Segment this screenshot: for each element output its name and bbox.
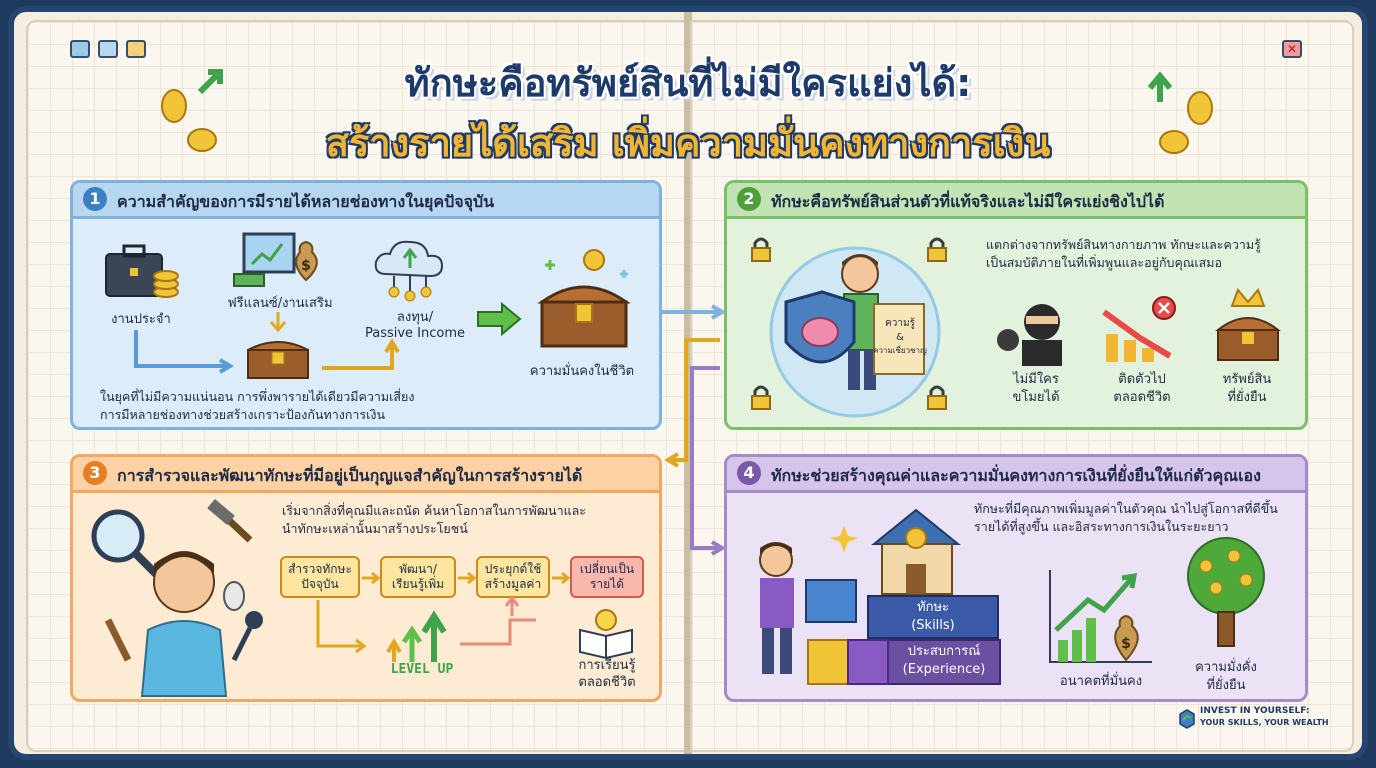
item1-line2: ขโมยได้ — [1012, 390, 1060, 405]
scroll-line1: ความรู้ — [885, 318, 915, 329]
maximize-icon[interactable] — [98, 40, 118, 58]
section3-title: การสำรวจและพัฒนาทักษะที่มีอยู่เป็นกุญแจส… — [117, 466, 583, 485]
section2-desc-line2: เป็นสมบัติภายในที่เพิ่มพูนและอยู่กับคุณเ… — [986, 255, 1223, 270]
section1-number: 1 — [83, 187, 107, 211]
item3-line1: ทรัพย์สิน — [1222, 372, 1272, 387]
section2-header: 2 ทักษะคือทรัพย์สินส่วนตัวที่แท้จริงและไ… — [727, 183, 1305, 219]
computer-moneybag-icon: $ — [233, 232, 318, 287]
lifelong-line2: ตลอดชีวิต — [578, 675, 636, 690]
section1-panel: 1 ความสำคัญของการมีรายได้หลายช่องทางในยุ… — [70, 180, 662, 430]
scroll-line3: ความเชี่ยวชาญ — [873, 346, 927, 355]
lock-icon — [927, 237, 947, 262]
logo-icon — [1179, 709, 1195, 729]
step-flow-arrows — [316, 571, 571, 654]
arrow-down-icon — [269, 312, 287, 333]
step4-line2: รายได้ — [589, 577, 625, 591]
step3-line2: สร้างมูลค่า — [484, 577, 542, 591]
invest-label-2: Passive Income — [364, 326, 466, 341]
step2-line1: พัฒนา/ — [399, 562, 437, 576]
wealth-line2: ที่ยั่งยืน — [1206, 678, 1246, 693]
svg-text:$: $ — [1121, 636, 1131, 652]
section2-title: ทักษะคือทรัพย์สินส่วนตัวที่แท้จริงและไม่… — [771, 192, 1165, 211]
flow-arrow-chest-to-invest — [322, 338, 400, 370]
restore-icon[interactable] — [126, 40, 146, 58]
item3-line2: ที่ยั่งยืน — [1227, 390, 1267, 405]
section2-panel: 2 ทักษะคือทรัพย์สินส่วนตัวที่แท้จริงและไ… — [724, 180, 1308, 430]
scroll-line2: & — [896, 332, 904, 343]
block2-line2: (Experience) — [902, 662, 986, 677]
section1-desc-line1: ในยุคที่ไม่มีความแน่นอน การพึ่งพารายได้เ… — [100, 389, 415, 404]
section1-title: ความสำคัญของการมีรายได้หลายช่องทางในยุคป… — [117, 192, 495, 211]
footer-line2: YOUR SKILLS, YOUR WEALTH — [1200, 718, 1329, 727]
falling-chart-icon — [1102, 296, 1176, 362]
section2-desc-line1: แตกต่างจากทรัพย์สินทางกายภาพ ทักษะและควา… — [986, 237, 1261, 252]
step3-line1: ประยุกต์ใช้ — [484, 562, 542, 576]
item1-line1: ไม่มีใคร — [1013, 372, 1059, 387]
growth-chart-icon: $ — [1049, 570, 1152, 663]
panel-connector-arrows — [662, 304, 726, 556]
minimize-icon[interactable] — [70, 40, 90, 58]
thief-icon — [997, 304, 1062, 366]
step2-line2: เรียนรู้เพิ่ม — [391, 577, 445, 591]
item2-line2: ตลอดชีวิต — [1113, 390, 1171, 405]
section4-desc-line1: ทักษะที่มีคุณภาพเพิ่มมูลค่าในตัวคุณ นำไป… — [974, 501, 1278, 516]
step4-box: เปลี่ยนเป็น รายได้ — [570, 556, 644, 598]
close-icon[interactable]: ✕ — [1282, 40, 1302, 58]
person-building-house-icon — [759, 508, 1001, 685]
section4-title: ทักษะช่วยสร้างคุณค่าและความมั่นคงทางการเ… — [771, 466, 1261, 485]
level-up-arrows-icon — [386, 610, 447, 662]
treasure-chest-small-icon — [247, 341, 309, 379]
lock-icon — [751, 385, 771, 410]
level-up-label: LEVEL UP — [390, 662, 454, 677]
section3-number: 3 — [83, 461, 107, 485]
person-with-tools-icon — [91, 499, 263, 697]
step4-line1: เปลี่ยนเป็น — [579, 562, 635, 576]
cloud-investment-icon — [374, 240, 444, 302]
main-title-line2: สร้างรายได้เสริม เพิ่มความมั่นคงทางการเง… — [325, 121, 1051, 165]
section2-number: 2 — [737, 187, 761, 211]
section3-desc-line1: เริ่มจากสิ่งที่คุณมีและถนัด ค้นหาโอกาสใน… — [282, 503, 587, 518]
block1-line1: ทักษะ — [917, 600, 949, 615]
job-label: งานประจำ — [111, 312, 171, 327]
lock-icon — [751, 237, 771, 262]
coins-arrow-icon-right — [1147, 71, 1213, 154]
section4-desc-line2: รายได้ที่สูงขึ้น และอิสระทางการเงินในระย… — [974, 519, 1229, 534]
briefcase-icon — [105, 244, 179, 298]
treasure-chest-large-icon — [537, 249, 631, 348]
book-lightbulb-icon — [579, 609, 633, 660]
wealth-line1: ความมั่งคั่ง — [1195, 660, 1257, 675]
step2-box: พัฒนา/ เรียนรู้เพิ่ม — [380, 556, 456, 598]
step1-line2: ปัจจุบัน — [301, 577, 339, 591]
coins-arrow-icon-left — [161, 69, 223, 152]
main-title-line1: ทักษะคือทรัพย์สินที่ไม่มีใครแย่งได้: — [404, 61, 972, 105]
section3-header: 3 การสำรวจและพัฒนาทักษะที่มีอยู่เป็นกุญแ… — [73, 457, 659, 493]
section4-number: 4 — [737, 461, 761, 485]
protected-person-bubble — [769, 246, 941, 418]
money-tree-icon — [1187, 537, 1265, 647]
flow-arrow-job-to-chest — [134, 330, 234, 374]
stability-label: ความมั่นคงในชีวิต — [529, 364, 635, 379]
invest-label-1: ลงทุน/ — [396, 310, 434, 325]
freelance-label: ฟรีแลนซ์/งานเสริม — [227, 296, 333, 311]
step1-box: สำรวจทักษะ ปัจจุบัน — [280, 556, 360, 598]
section1-desc-line2: การมีหลายช่องทางช่วยสร้างเกราะป้องกันทาง… — [100, 407, 386, 422]
footer-line1: INVEST IN YOURSELF: — [1200, 706, 1310, 716]
block2-line1: ประสบการณ์ — [907, 644, 981, 659]
green-arrow-right-icon — [477, 301, 522, 337]
section4-header: 4 ทักษะช่วยสร้างคุณค่าและความมั่นคงทางกา… — [727, 457, 1305, 493]
lock-icon — [927, 385, 947, 410]
block1-line2: (Skills) — [911, 618, 955, 633]
section3-desc-line2: นำทักษะเหล่านั้นมาสร้างประโยชน์ — [282, 521, 468, 536]
crowned-chest-icon — [1215, 288, 1281, 361]
future-label: อนาคตที่มั่นคง — [1059, 674, 1143, 689]
lifelong-line1: การเรียนรู้ — [578, 658, 636, 673]
item2-line1: ติดตัวไป — [1118, 372, 1166, 387]
step1-line1: สำรวจทักษะ — [288, 562, 352, 576]
svg-text:$: $ — [301, 258, 311, 274]
section1-header: 1 ความสำคัญของการมีรายได้หลายช่องทางในยุ… — [73, 183, 659, 219]
